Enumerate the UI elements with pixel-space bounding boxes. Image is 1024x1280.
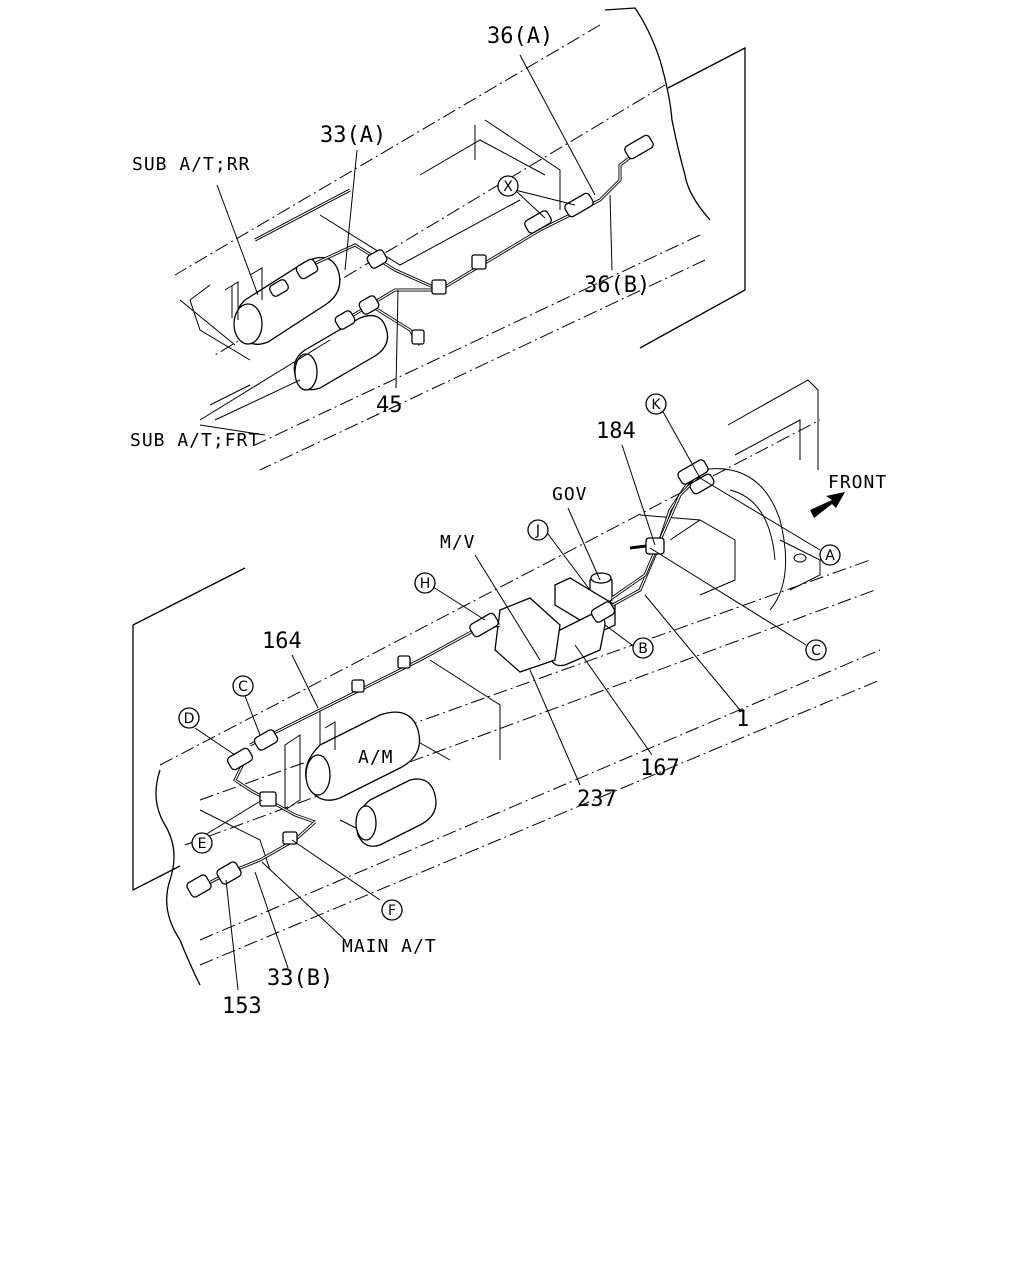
sub-tank-frt (293, 314, 389, 391)
marker-j: J (527, 519, 549, 541)
callout-36a: 36(A) (487, 24, 553, 49)
svg-text:X: X (503, 179, 513, 195)
callout-33b: 33(B) (267, 966, 333, 991)
callout-167: 167 (640, 756, 680, 781)
callout-237: 237 (577, 787, 617, 812)
main-tank-label: MAIN A/T (342, 936, 437, 957)
svg-text:B: B (638, 641, 648, 657)
svg-text:E: E (198, 836, 207, 852)
magnetic-valve-label: M/V (440, 532, 476, 553)
svg-text:A: A (825, 548, 835, 564)
front-arrow-icon (810, 492, 845, 518)
marker-c-right: C (805, 639, 827, 661)
marker-k: K (645, 393, 667, 415)
governor-label: GOV (552, 484, 588, 505)
callout-45: 45 (376, 393, 403, 418)
callout-36b: 36(B) (584, 273, 650, 298)
marker-b: B (632, 637, 654, 659)
marker-a: A (819, 544, 841, 566)
svg-text:K: K (651, 397, 661, 413)
sub-tank-rr (233, 256, 341, 345)
marker-h: H (414, 572, 436, 594)
callout-1: 1 (736, 707, 749, 732)
svg-text:H: H (420, 576, 431, 592)
marker-c-left: C (232, 675, 254, 697)
upper-pipe-lines (254, 148, 641, 346)
marker-x: X (497, 175, 519, 197)
marker-f: F (381, 899, 403, 921)
marker-d: D (178, 707, 200, 729)
marker-e: E (191, 832, 213, 854)
callout-33a: 33(A) (320, 123, 386, 148)
svg-text:C: C (811, 643, 821, 659)
svg-text:C: C (238, 679, 248, 695)
svg-text:F: F (388, 903, 396, 919)
air-tank-label: A/M (358, 747, 394, 768)
svg-text:D: D (184, 711, 195, 727)
callout-164: 164 (262, 629, 302, 654)
callout-153: 153 (222, 994, 262, 1019)
main-air-tank (305, 711, 437, 847)
sub-tank-rr-label: SUB A/T;RR (132, 154, 250, 175)
sub-tank-frt-label: SUB A/T;FRT (130, 430, 260, 451)
callout-184: 184 (596, 419, 636, 444)
upper-assembly: SUB A/T;RR SUB A/T;FRT 33(A) 36(A) 36(B)… (130, 7, 746, 471)
front-label: FRONT (828, 472, 887, 493)
lower-assembly: FRONT GOV M/V A/M MAIN A/T 184 164 1 167… (132, 379, 887, 1019)
svg-text:J: J (535, 523, 540, 539)
